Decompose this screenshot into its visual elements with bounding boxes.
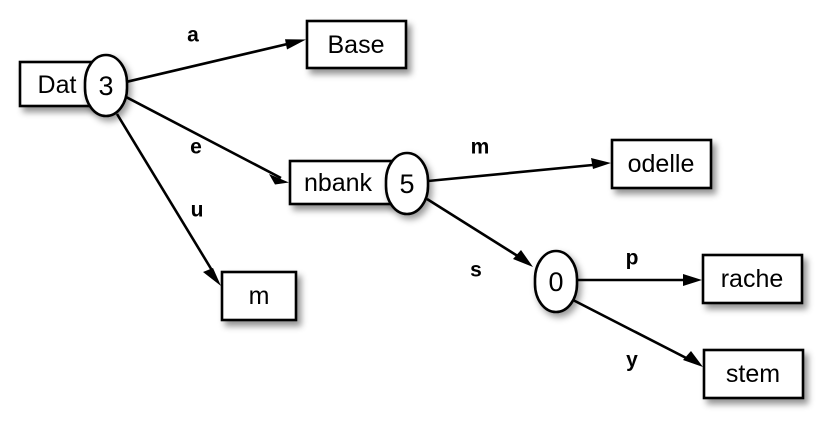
node-stem-label: stem xyxy=(726,360,780,388)
node-odelle[interactable] xyxy=(610,138,713,190)
node-base-label: Base xyxy=(328,31,385,59)
edge-a-arrowhead xyxy=(285,39,306,50)
node-dat-label: Dat xyxy=(38,71,77,99)
edge-e-line xyxy=(125,95,282,180)
node-m-label: m xyxy=(249,282,270,310)
edge-m-arrowhead xyxy=(591,158,611,169)
edge-s-line xyxy=(426,197,525,262)
node-stem[interactable] xyxy=(702,348,805,400)
edge-y-arrowhead xyxy=(683,351,703,367)
edge-a[interactable]: a xyxy=(125,24,306,84)
edge-m-line xyxy=(427,162,604,183)
node-base[interactable] xyxy=(305,19,408,70)
edge-layer: a e u m xyxy=(115,24,703,372)
node-state-5[interactable] xyxy=(384,151,430,216)
node-odelle-label: odelle xyxy=(628,150,695,178)
edge-p[interactable]: p xyxy=(578,247,702,287)
edge-u-label: u xyxy=(191,199,204,222)
edge-e-label: e xyxy=(190,136,202,159)
node-layer: Dat 3 Base nbank 5 xyxy=(18,19,805,400)
node-state-5-label: 5 xyxy=(399,169,414,199)
node-nbank-label: nbank xyxy=(304,169,373,197)
edge-s-arrowhead xyxy=(513,250,533,267)
edge-u-line xyxy=(115,113,215,273)
node-state-3[interactable] xyxy=(83,53,129,118)
node-state-0-label: 0 xyxy=(548,267,563,297)
edge-p-label: p xyxy=(626,247,639,270)
edge-e-arrowhead xyxy=(269,174,289,185)
node-rache[interactable] xyxy=(701,253,804,305)
edge-s[interactable]: s xyxy=(426,197,533,282)
edge-u-arrowhead xyxy=(203,268,221,286)
edge-s-label: s xyxy=(470,259,482,282)
node-rache-label: rache xyxy=(721,265,784,293)
node-m[interactable] xyxy=(220,270,298,322)
node-state-3-label: 3 xyxy=(98,71,113,101)
edge-m[interactable]: m xyxy=(427,136,611,183)
edge-y-label: y xyxy=(626,349,638,372)
node-dat[interactable] xyxy=(18,60,96,108)
edge-y-line xyxy=(572,298,695,364)
edge-a-line xyxy=(125,40,299,84)
edge-e[interactable]: e xyxy=(125,95,289,185)
edge-m-label: m xyxy=(471,136,490,159)
edge-a-label: a xyxy=(187,24,199,47)
edge-y[interactable]: y xyxy=(572,298,703,372)
node-state-0[interactable] xyxy=(533,249,579,314)
edge-p-arrowhead xyxy=(683,274,702,286)
edge-u[interactable]: u xyxy=(115,113,221,286)
